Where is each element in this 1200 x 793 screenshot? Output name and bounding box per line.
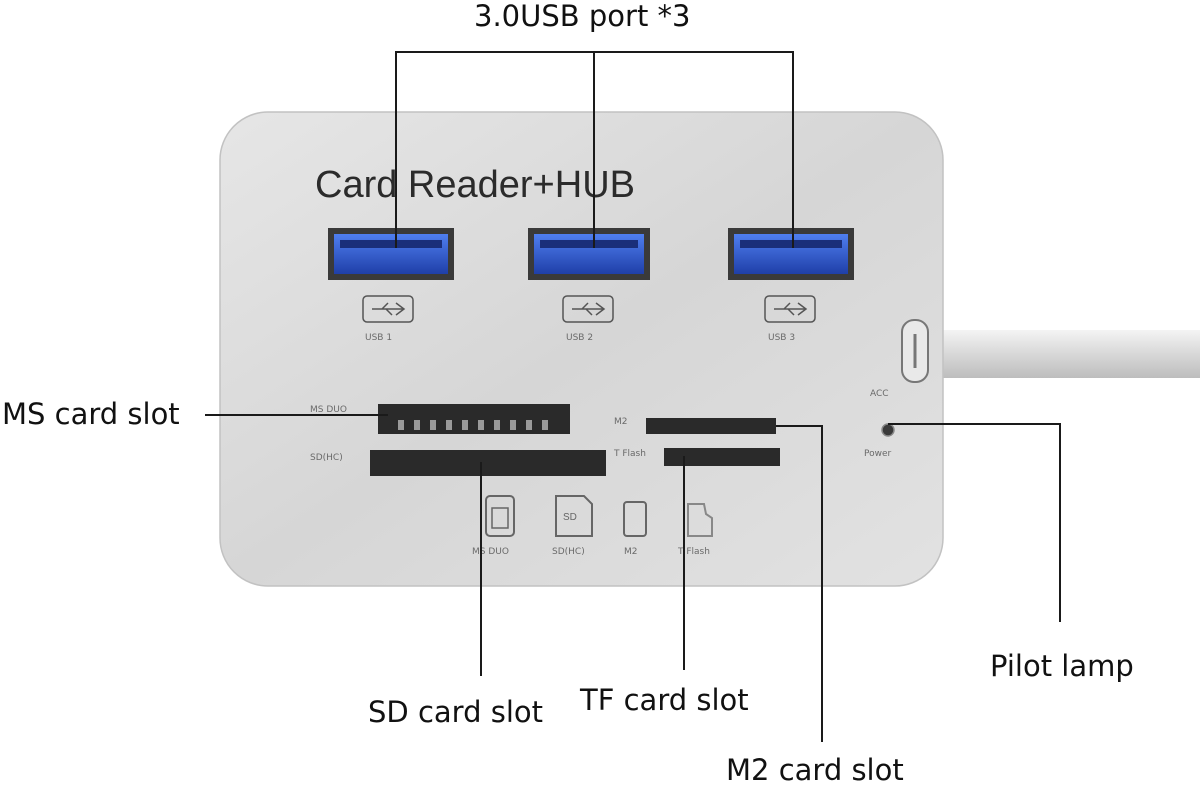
m2-card-icon	[623, 501, 647, 537]
acc-label: ACC	[870, 389, 889, 399]
sd-card-icon: SD	[555, 495, 593, 537]
usb-port-2[interactable]	[528, 228, 650, 280]
ms-duo-card-icon	[485, 495, 515, 537]
usb-symbol-icon	[764, 295, 816, 323]
ms-card-slot[interactable]	[378, 404, 570, 434]
card-icon-label: M2	[624, 547, 638, 557]
tf-slot-callout: TF card slot	[580, 683, 749, 717]
m2-card-slot[interactable]	[646, 418, 776, 434]
usb-port-label: USB 2	[566, 333, 593, 343]
usb-port-3[interactable]	[728, 228, 854, 280]
m2-leader-line	[776, 425, 823, 742]
sd-slot-label: SD(HC)	[310, 453, 343, 463]
sd-slot-callout: SD card slot	[368, 695, 543, 729]
ms-slot-contacts	[398, 420, 548, 430]
card-icon-label: SD(HC)	[552, 547, 585, 557]
usb-port-1[interactable]	[328, 228, 454, 280]
usb-cable	[930, 330, 1200, 378]
m2-slot-label: M2	[614, 417, 628, 427]
card-icon-label: MS DUO	[472, 547, 509, 557]
usb-symbol-icon	[562, 295, 614, 323]
leader-lines	[205, 51, 1061, 742]
usb-port-label: USB 3	[768, 333, 795, 343]
pilot-lamp-callout: Pilot lamp	[990, 649, 1134, 683]
m2-slot-callout: M2 card slot	[726, 753, 904, 787]
power-label: Power	[864, 449, 892, 459]
tf-slot-label: T Flash	[613, 449, 646, 459]
power-led-icon	[881, 423, 895, 437]
ms-slot-callout: MS card slot	[2, 397, 180, 431]
brand-text: Card Reader+HUB	[315, 164, 635, 206]
pilot-leader-line	[888, 423, 1061, 622]
usb-port-label: USB 1	[365, 333, 392, 343]
usb-symbol-icon	[362, 295, 414, 323]
tf-card-icon	[687, 503, 713, 537]
sd-card-slot[interactable]	[370, 450, 606, 476]
tf-card-slot[interactable]	[664, 448, 780, 466]
usb-port-callout: 3.0USB port *3	[474, 0, 691, 33]
svg-text:SD: SD	[563, 512, 577, 523]
card-icon-label: T Flash	[677, 547, 710, 557]
ms-slot-label: MS DUO	[310, 405, 347, 415]
